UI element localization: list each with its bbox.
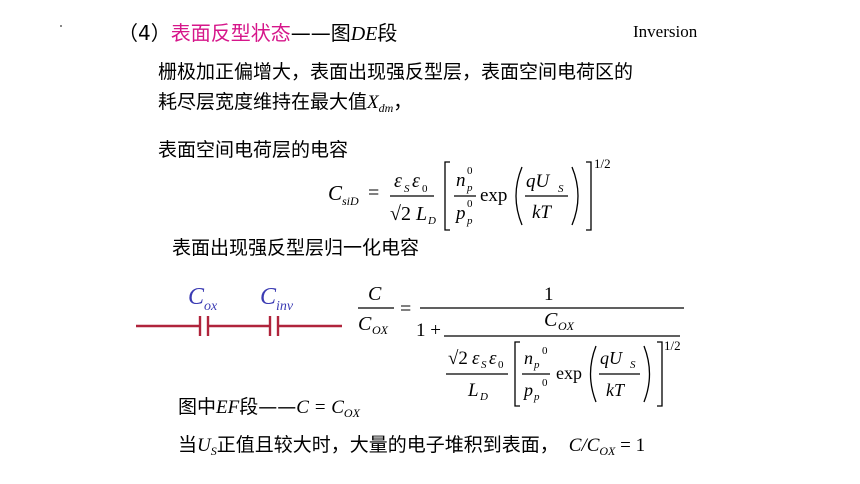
f1-exp: exp [480,185,507,206]
cox-label: C [188,284,205,310]
cox-label-sub: ox [204,299,218,314]
f1-np: n [456,170,466,191]
f1-np-sub: p [466,182,473,194]
f1-pp-sub: p [466,215,473,227]
f2-lhs-den-sub: OX [372,323,389,337]
ef-segment-line: 图中EF段——C = COX [178,392,360,428]
f2-right-bracket [657,341,663,407]
f2-pp-sup: 0 [542,377,548,389]
f1-right-paren [571,166,579,226]
f1-L-sub: D [427,215,436,227]
f1-eps-0-sub: 0 [422,183,428,195]
f2-lhs-den: C [358,313,372,335]
last-mid: 正值且较大时，大量的电子堆积到表面， [216,434,559,456]
f2-np: n [524,348,533,368]
f1-eps-0: ε [412,170,420,192]
f1-right-bracket [586,161,592,231]
f2-left-bracket [514,341,520,407]
heading-title: 表面反型状态 [170,21,291,45]
f1-pp-sup: 0 [467,198,473,210]
formula-normalized-c: C C OX = 1 1 + C OX √2 ε S ε 0 L D n p 0… [358,283,684,407]
last-var-sub: S [210,444,217,458]
f1-np-sup: 0 [467,165,473,177]
heading-tail: ——图 [290,21,351,45]
f2-qU: qU [600,348,623,368]
cinv-label: C [260,284,277,310]
var-x: X [367,92,379,113]
f2-pp-sub: p [533,391,540,403]
f2-one-plus: 1 + [416,320,441,341]
last-end: = 1 [615,435,646,456]
f2-eps0: ε [489,348,497,369]
f1-lhs: C [328,181,343,205]
series-capacitor-circuit: C ox C inv [136,284,342,336]
f1-lhs-sub: siD [342,194,359,208]
paragraph-1-end: ， [393,91,413,113]
f2-qU-sub: S [630,359,636,371]
last-line: 当US正值且较大时，大量的电子堆积到表面， C/COX = 1 [178,430,645,466]
f2-cox: C [544,309,558,331]
heading-end: 段 [377,21,398,45]
f2-sqrt2: √2 [448,348,468,369]
paragraph-1-line-2: 耗尽层宽度维持在最大值Xdm， [158,87,633,123]
f2-cox-sub: OX [558,319,575,333]
f1-qU: qU [526,171,551,192]
f1-pp: p [454,203,466,224]
f2-power: 1/2 [664,338,681,353]
f2-eps0-sub: 0 [498,359,504,371]
f2-L-sub: D [479,391,488,403]
f2-eps: ε [472,348,480,369]
f2-exp: exp [556,363,582,383]
f1-qU-sub: S [558,183,564,195]
section-tag: Inversion [633,22,698,41]
paragraph-1-line-2-text: 耗尽层宽度维持在最大值 [158,91,368,113]
last-prefix: 当 [178,434,198,456]
ef-prefix: 图中 [178,396,217,418]
f1-left-bracket [444,161,450,231]
f1-L: L [415,203,427,225]
f1-sqrt2: √2 [390,203,411,225]
f1-eps-s-sub: S [404,183,410,195]
section-heading: （4）表面反型状态——图DE段 [118,17,397,46]
last-var: U [197,435,211,456]
f2-eps-sub: S [481,359,487,371]
ef-seg: EF [216,397,240,418]
f2-kT: kT [606,380,626,400]
paragraph-3: 表面出现强反型层归一化电容 [172,237,420,259]
heading-number: （4） [118,21,171,45]
f2-left-paren [589,345,597,403]
ef-formula-sub: OX [343,406,360,420]
f1-eq: = [368,182,379,204]
cinv-label-sub: inv [276,299,294,314]
f1-kT: kT [532,202,552,223]
paragraph-1-line-1: 栅极加正偏增大，表面出现强反型层，表面空间电荷区的 [158,61,634,83]
f2-L: L [467,380,479,401]
ef-mid: 段—— [239,396,297,418]
f1-eps-s: ε [394,170,402,192]
decor-dot [60,25,62,27]
var-x-sub: dm [378,101,394,115]
f2-right-paren [643,345,651,403]
formula-csid: C siD = ε S ε 0 √2 L D n p 0 p p 0 exp q… [328,156,611,231]
f2-pp: p [522,380,533,400]
heading-segment: DE [350,23,378,45]
f1-left-paren [515,166,523,226]
f2-lhs-num: C [368,283,382,305]
f2-one: 1 [544,284,554,305]
ef-formula: C = C [296,397,344,418]
paragraph-1: 栅极加正偏增大，表面出现强反型层，表面空间电荷区的 耗尽层宽度维持在最大值Xdm… [158,57,633,123]
last-formula-sub: OX [599,444,616,458]
paragraph-2: 表面空间电荷层的电容 [158,139,349,161]
f2-eq: = [400,298,411,320]
last-formula: C/C [568,435,600,456]
f2-np-sub: p [533,359,540,371]
f2-np-sup: 0 [542,345,548,357]
f1-power: 1/2 [594,156,611,171]
